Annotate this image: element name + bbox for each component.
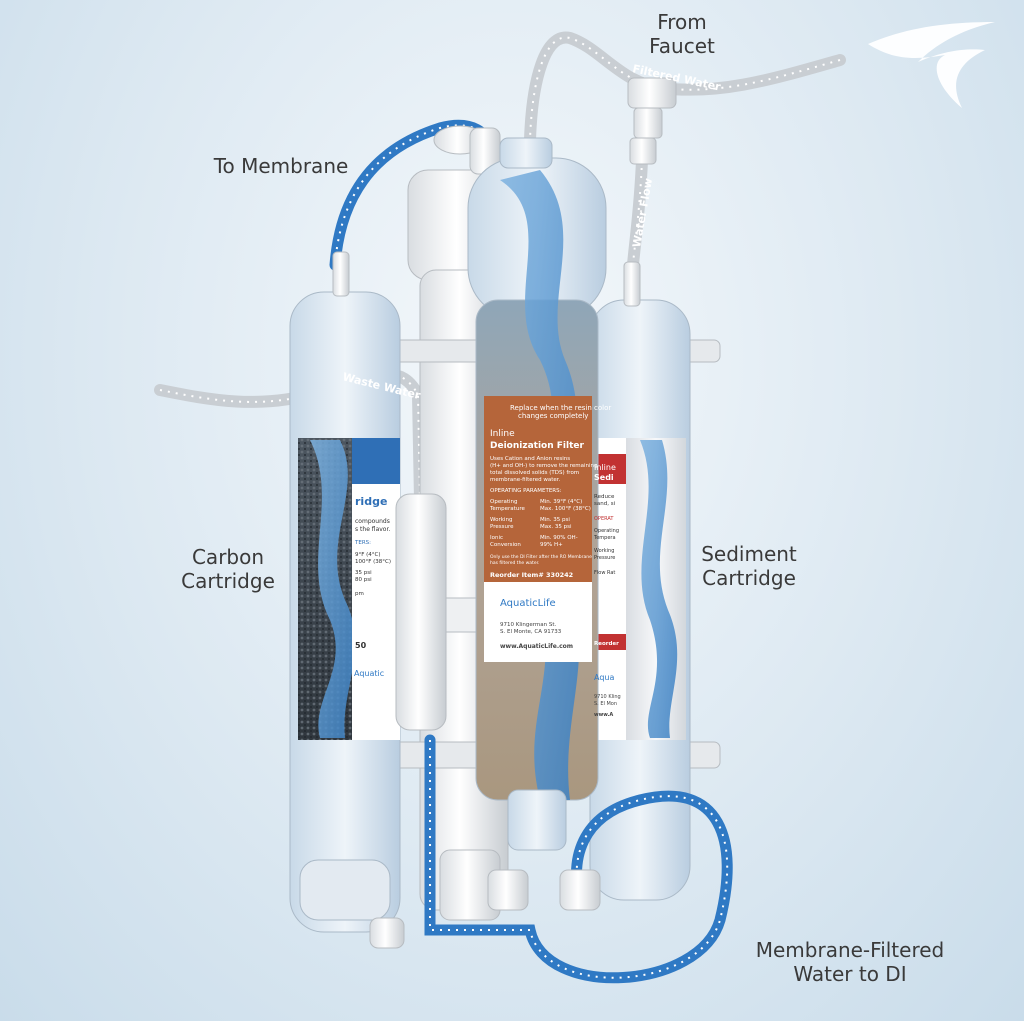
svg-text:Pressure: Pressure (594, 555, 615, 561)
callout-carbon-cartridge: Carbon Cartridge (181, 545, 275, 593)
di-title: Inline (490, 429, 515, 439)
svg-text:Reduce: Reduce (594, 494, 615, 500)
di-reorder: Reorder Item# 330242 (490, 571, 573, 579)
svg-text:Reorder: Reorder (594, 641, 619, 647)
svg-text:Tempera: Tempera (593, 535, 616, 541)
di-cartridge (467, 137, 607, 851)
flow-restrictor (395, 493, 447, 731)
svg-text:ridge: ridge (355, 495, 387, 508)
svg-text:compounds: compounds (355, 518, 390, 525)
di-replace-note: changes completely (518, 412, 588, 420)
brand-swoosh-logo (868, 22, 995, 108)
faucet-adapter (627, 77, 677, 165)
svg-text:Flow Rat: Flow Rat (594, 570, 615, 576)
svg-text:Conversion: Conversion (490, 542, 521, 548)
svg-text:Aquatic: Aquatic (354, 669, 384, 678)
svg-text:total dissolved solids (TDS) f: total dissolved solids (TDS) from (490, 470, 579, 476)
svg-text:35 psi: 35 psi (355, 570, 372, 576)
svg-text:9°F (4°C): 9°F (4°C) (355, 552, 381, 558)
di-title: Deionization Filter (490, 441, 584, 451)
svg-text:Inline: Inline (594, 463, 616, 472)
svg-text:has filtered the water.: has filtered the water. (490, 560, 539, 566)
svg-text:Uses Cation and Anion resins: Uses Cation and Anion resins (490, 456, 570, 462)
svg-text:TERS:: TERS: (354, 540, 371, 546)
svg-text:Min. 35 psi: Min. 35 psi (540, 517, 570, 523)
callout-to-membrane: To Membrane (213, 154, 349, 178)
svg-text:Working: Working (594, 548, 614, 554)
svg-text:www.A: www.A (594, 712, 613, 718)
svg-text:100°F (38°C): 100°F (38°C) (355, 559, 391, 565)
svg-text:S. El Monte, CA 91733: S. El Monte, CA 91733 (500, 629, 562, 635)
callout-membrane-filtered-water: Membrane-Filtered Water to DI (755, 938, 945, 986)
carbon-label: ridge compounds s the flavor. TERS: 9°F … (354, 495, 391, 678)
svg-text:Pressure: Pressure (490, 524, 514, 530)
callout-from-faucet: From Faucet (649, 10, 715, 58)
di-website: www.AquaticLife.com (500, 643, 573, 650)
carbon-cartridge (289, 251, 401, 933)
svg-text:membrane-filtered water.: membrane-filtered water. (490, 477, 561, 483)
svg-text:OPERATING PARAMETERS:: OPERATING PARAMETERS: (490, 488, 562, 494)
svg-text:9710 Kling: 9710 Kling (594, 694, 621, 700)
sediment-label: Inline Sedi Reduce sand, si OPERAT Opera… (593, 463, 621, 718)
svg-text:OPERAT: OPERAT (594, 516, 614, 522)
svg-text:Min. 90% OH-: Min. 90% OH- (540, 535, 578, 541)
di-label: Replace when the resin color changes com… (489, 404, 611, 650)
elbow-fitting (369, 917, 405, 949)
svg-text:Only use the DI Filter after t: Only use the DI Filter after the RO Memb… (490, 554, 592, 560)
svg-text:9710 Klingerman St.: 9710 Klingerman St. (500, 622, 557, 628)
svg-text:Operating: Operating (490, 499, 518, 505)
svg-text:99% H+: 99% H+ (540, 542, 563, 548)
svg-text:pm: pm (355, 591, 364, 597)
di-brand: AquaticLife (500, 598, 556, 609)
svg-text:80 psi: 80 psi (355, 577, 372, 583)
svg-text:sand, si: sand, si (594, 501, 616, 507)
svg-text:S. El Mon: S. El Mon (594, 701, 617, 707)
svg-text:(H+ and OH-) to remove the rem: (H+ and OH-) to remove the remaining (490, 463, 598, 469)
svg-text:Operating: Operating (594, 528, 619, 534)
svg-text:Sedi: Sedi (594, 473, 614, 482)
svg-text:s the flavor.: s the flavor. (355, 526, 390, 533)
svg-text:Aqua: Aqua (594, 673, 614, 682)
svg-text:Max. 100°F (38°C): Max. 100°F (38°C) (540, 506, 591, 512)
elbow-fitting (559, 869, 601, 911)
svg-text:Ionic: Ionic (490, 535, 503, 541)
elbow-fitting (487, 869, 529, 911)
di-replace-note: Replace when the resin color (510, 404, 611, 412)
svg-text:Temperature: Temperature (489, 506, 525, 512)
svg-text:50: 50 (355, 641, 367, 650)
svg-text:Working: Working (490, 517, 512, 523)
callout-sediment-cartridge: Sediment Cartridge (701, 542, 797, 590)
svg-text:Min. 39°F (4°C): Min. 39°F (4°C) (540, 499, 582, 505)
svg-text:Max. 35 psi: Max. 35 psi (540, 524, 572, 530)
